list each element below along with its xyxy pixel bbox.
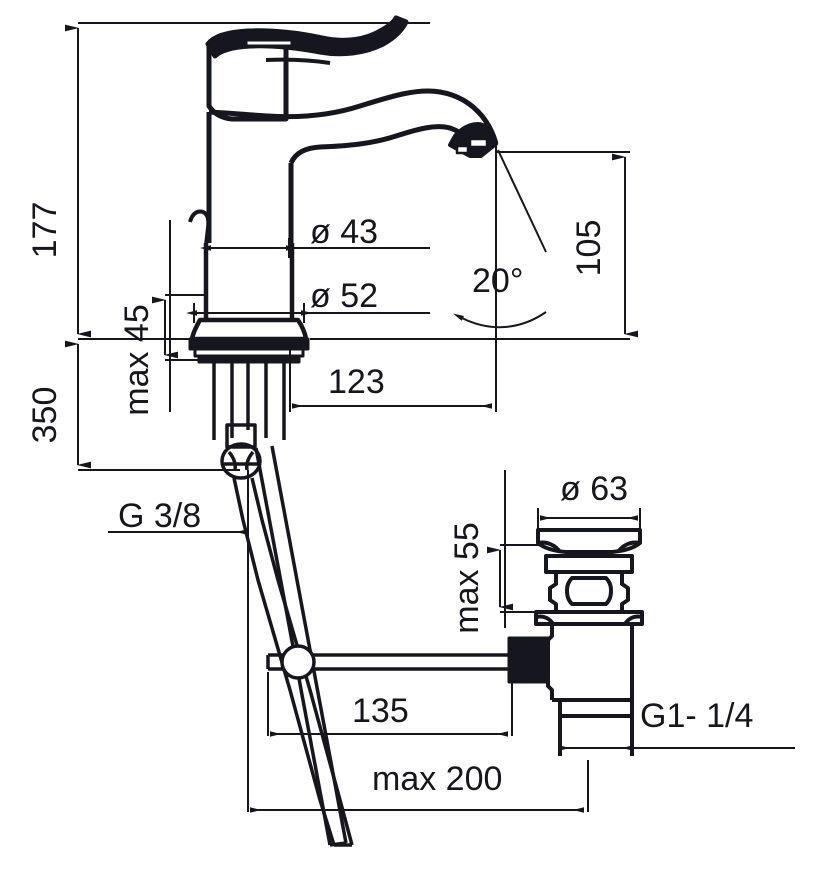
label-G1-1-4: G1- 1/4	[640, 697, 753, 735]
mounting-shank	[212, 362, 286, 440]
dimension-135	[267, 672, 513, 737]
label-350: 350	[26, 387, 64, 444]
label-135: 135	[352, 692, 409, 730]
dimension-123	[289, 330, 497, 412]
label-105: 105	[570, 220, 608, 277]
waste-deck-washer	[534, 610, 644, 626]
label-dia-43: ø 43	[310, 213, 378, 251]
waste-body-upper	[548, 572, 630, 612]
dimension-max200	[247, 470, 589, 813]
dimension-350	[65, 340, 240, 471]
pivot-nut	[507, 636, 550, 684]
label-max-45: max 45	[118, 304, 156, 416]
aerator	[448, 122, 498, 158]
label-angle-20: 20°	[472, 262, 523, 300]
label-177: 177	[26, 202, 64, 259]
rod-pivot-ball	[280, 644, 316, 680]
dimension-max55	[487, 470, 540, 628]
waste-lower-body	[546, 624, 634, 702]
dimension-dia43	[200, 238, 430, 258]
label-max-200: max 200	[372, 760, 502, 798]
label-max-55: max 55	[448, 522, 486, 634]
waste-cap-ring	[544, 554, 634, 574]
label-123: 123	[328, 363, 385, 401]
dimension-max45	[152, 220, 205, 412]
dimension-dia52	[186, 303, 430, 323]
spout-outline	[208, 88, 499, 165]
label-dia-63: ø 63	[560, 470, 628, 508]
lift-rod-knob	[188, 209, 211, 246]
lever-underline	[265, 57, 331, 65]
label-dia-52: ø 52	[310, 277, 378, 315]
faucet-column	[206, 112, 294, 243]
dimension-angle-20	[453, 146, 547, 330]
waste-flange-cap	[536, 528, 642, 554]
label-G-3-8: G 3/8	[118, 497, 201, 535]
dimension-dia63	[537, 508, 641, 532]
dimension-177	[65, 22, 430, 340]
dimension-105	[310, 151, 638, 340]
cartridge-housing	[206, 45, 289, 122]
